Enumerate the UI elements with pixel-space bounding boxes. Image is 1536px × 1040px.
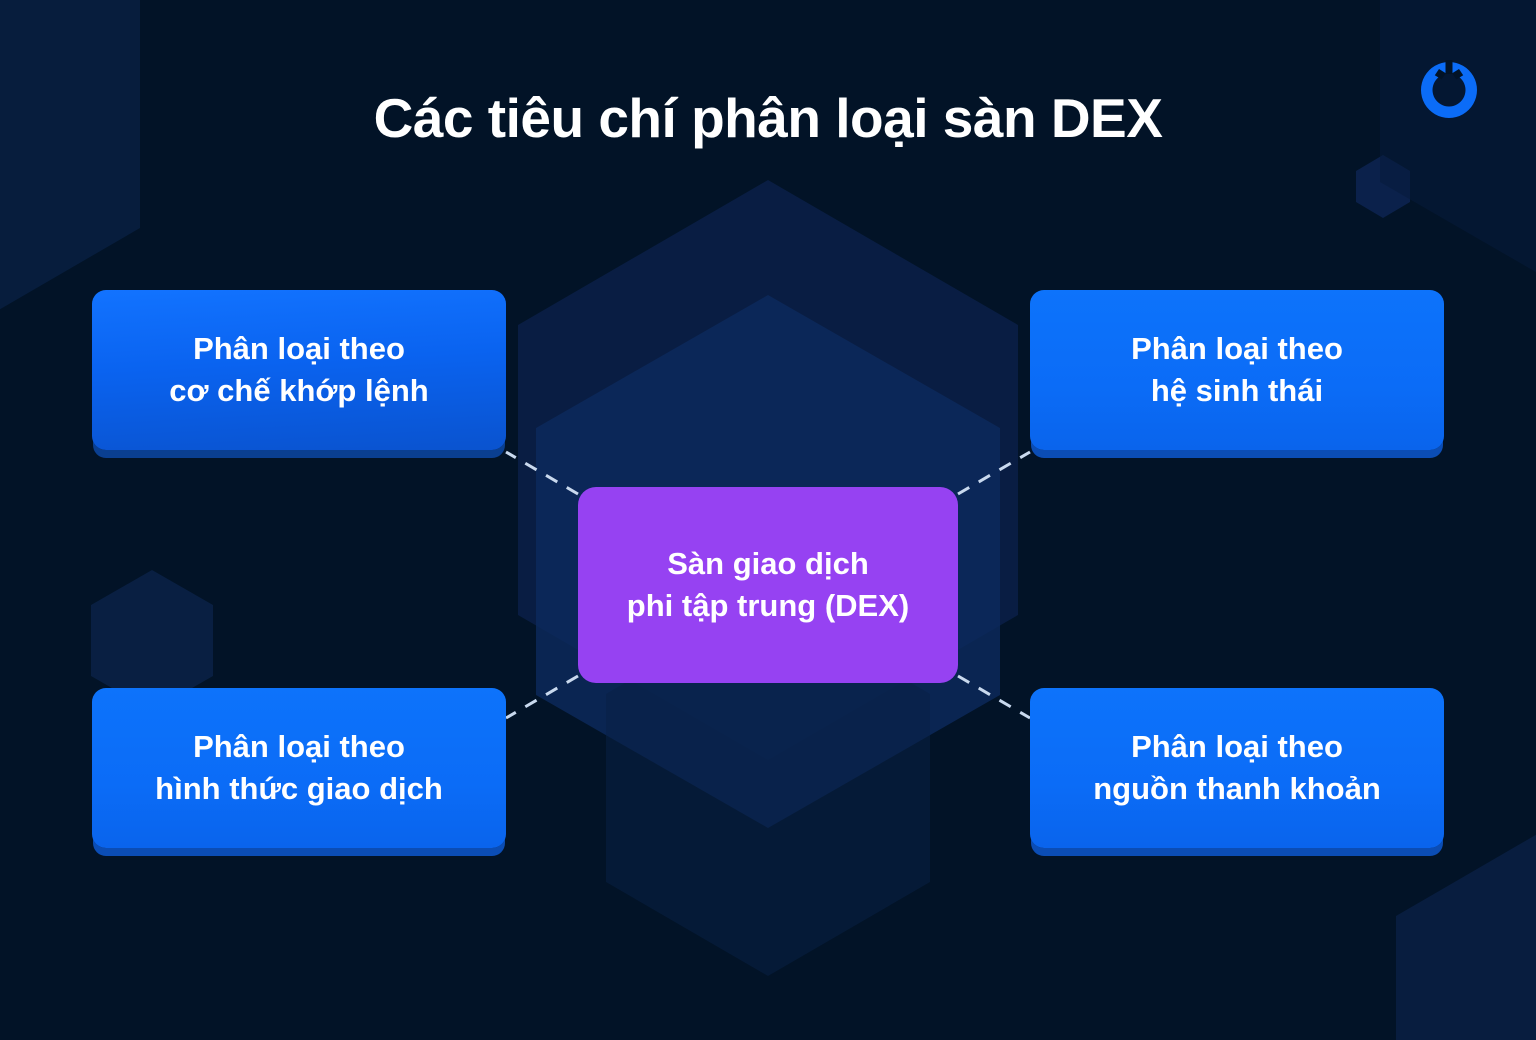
brand-ring-logo-icon (1420, 60, 1477, 118)
connector-center-to-top-left (505, 450, 579, 496)
connector-center-to-bottom-left (505, 674, 579, 720)
category-label-line2: nguồn thanh khoản (1093, 771, 1381, 806)
category-label-line1: Phân loại theo (1131, 331, 1343, 367)
category-box-bottom-left[interactable]: Phân loại theo hình thức giao dịch (92, 688, 506, 848)
category-label-line2: hệ sinh thái (1150, 373, 1324, 408)
category-box-top-right[interactable]: Phân loại theo hệ sinh thái (1030, 290, 1444, 450)
category-label-line2: hình thức giao dịch (155, 771, 443, 806)
category-label-line1: Phân loại theo (1131, 729, 1343, 765)
hexagon-decor-upper-right (1356, 155, 1410, 218)
connector-center-to-top-right (957, 450, 1031, 496)
center-label-line2: phi tập trung (DEX) (626, 588, 910, 623)
page-title: Các tiêu chí phân loại sàn DEX (373, 87, 1163, 149)
category-label-line2: cơ chế khớp lệnh (169, 373, 429, 408)
connector-center-to-bottom-right (957, 674, 1031, 720)
center-label-line1: Sàn giao dịch (667, 546, 869, 582)
category-label-line1: Phân loại theo (193, 729, 405, 765)
category-box-bottom-right[interactable]: Phân loại theo nguồn thanh khoản (1030, 688, 1444, 848)
category-box-top-left[interactable]: Phân loại theo cơ chế khớp lệnh (92, 290, 506, 450)
category-label-line1: Phân loại theo (193, 331, 405, 367)
center-box-dex[interactable]: Sàn giao dịch phi tập trung (DEX) (578, 487, 958, 683)
